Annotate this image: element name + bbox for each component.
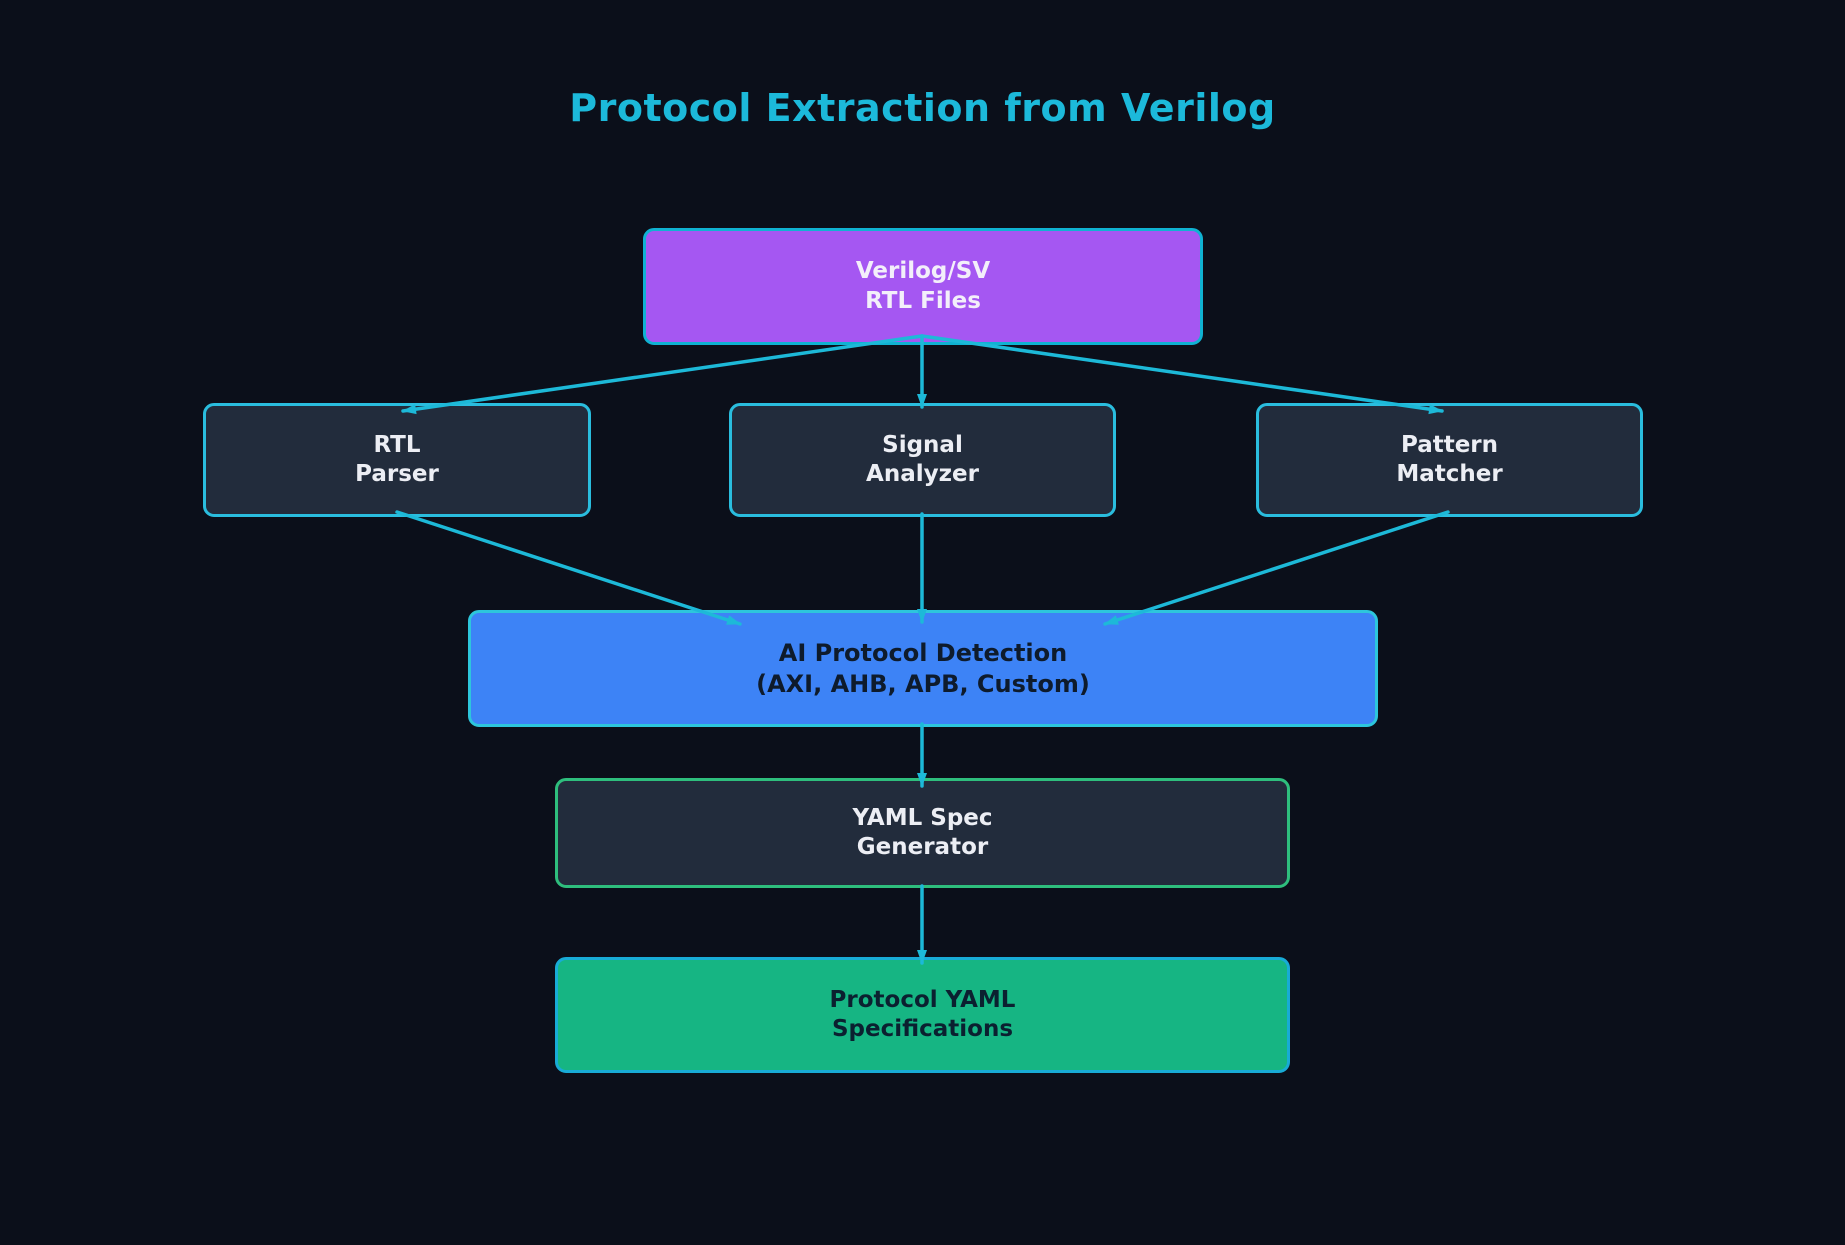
edge-rtl-files-to-pattern-matcher — [920, 334, 1444, 415]
edge-pattern-matcher-to-ai-detection — [1103, 510, 1450, 626]
node-protocol-yaml-specifications: Protocol YAML Specifications — [555, 957, 1290, 1073]
node-label-line: Signal — [882, 431, 963, 458]
node-verilog-rtl-files: Verilog/SV RTL Files — [643, 228, 1203, 345]
node-label-line: Protocol YAML — [829, 986, 1016, 1013]
node-label-line: Verilog/SV — [855, 258, 991, 285]
node-label-line: Parser — [355, 461, 439, 487]
node-label-line: (AXI, AHB, APB, Custom) — [756, 669, 1090, 698]
node-label-line: Generator — [856, 834, 989, 860]
node-label-line: RTL Files — [865, 287, 981, 314]
node-label-line: Specifications — [831, 1016, 1014, 1042]
diagram-title: Protocol Extraction from Verilog — [569, 86, 1276, 130]
node-ai-protocol-detection: AI Protocol Detection (AXI, AHB, APB, Cu… — [468, 610, 1378, 727]
node-label-line: Pattern — [1400, 431, 1499, 458]
node-yaml-spec-generator: YAML Spec Generator — [555, 778, 1290, 888]
node-signal-analyzer: Signal Analyzer — [729, 403, 1116, 517]
node-label-line: Matcher — [1396, 461, 1503, 487]
edge-rtl-files-to-rtl-parser — [401, 334, 924, 415]
node-label-line: YAML Spec — [852, 804, 993, 831]
edge-rtl-parser-to-ai-detection — [395, 510, 742, 626]
node-label-line: Analyzer — [866, 461, 979, 487]
node-label-line: AI Protocol Detection — [778, 638, 1068, 667]
node-label-line: RTL — [373, 431, 421, 458]
node-pattern-matcher: Pattern Matcher — [1256, 403, 1643, 517]
node-rtl-parser: RTL Parser — [203, 403, 591, 517]
